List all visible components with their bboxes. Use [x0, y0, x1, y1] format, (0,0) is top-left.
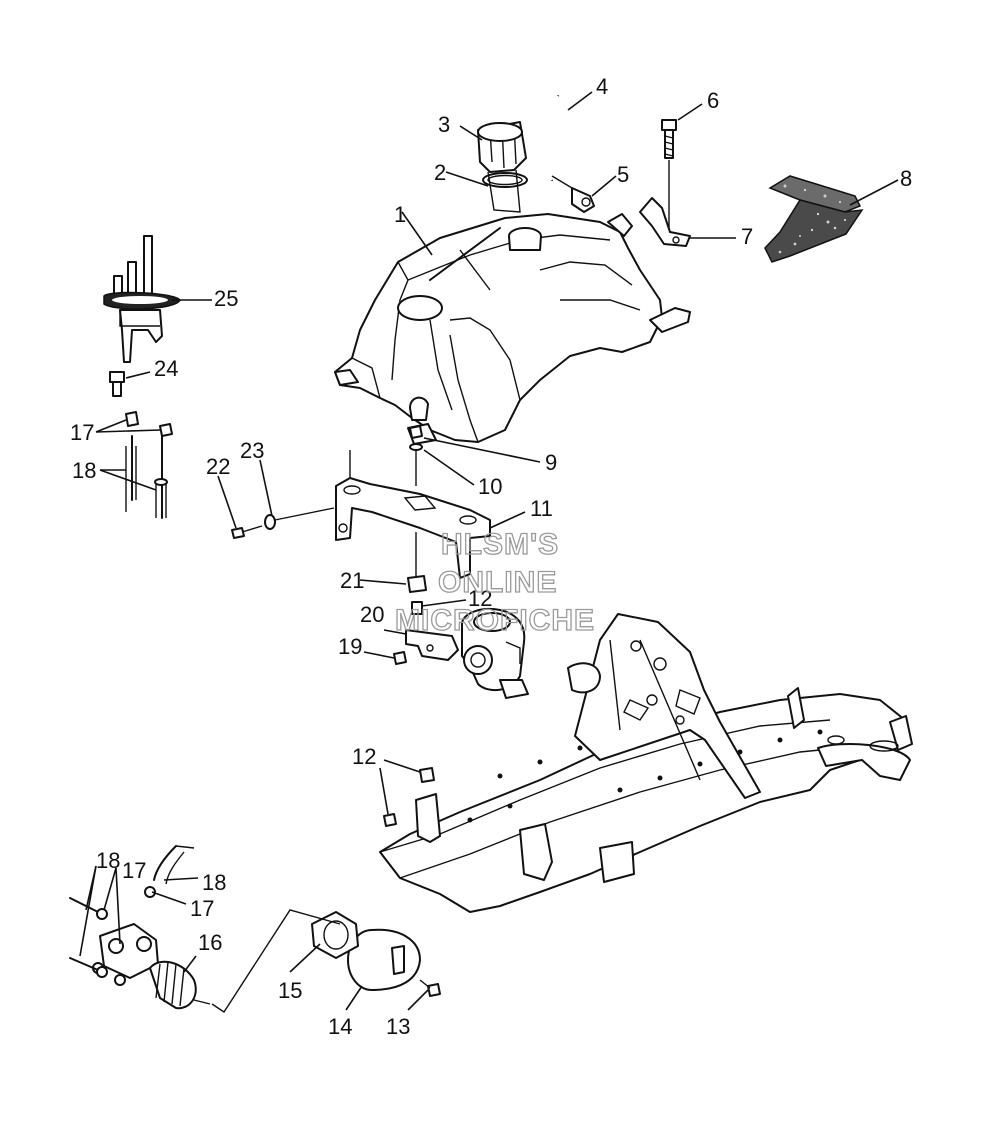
callout-17-upper: 17	[70, 420, 94, 445]
bracket	[639, 197, 691, 247]
callout-17-lower-a: 17	[122, 858, 146, 883]
screw-19	[393, 651, 407, 665]
vent-fitting	[571, 187, 595, 213]
lower-hoses	[69, 845, 195, 978]
set-screw	[419, 979, 441, 997]
bolt-22	[231, 525, 263, 539]
callout-12-lower: 12	[352, 744, 376, 769]
bolt-path	[274, 507, 335, 521]
screw	[109, 371, 125, 397]
nut-9	[409, 425, 423, 439]
washer-10	[409, 443, 423, 451]
callout-3: 3	[438, 112, 450, 137]
fuel-tank	[334, 213, 691, 445]
callout-20: 20	[360, 602, 384, 627]
watermark-line-1: HLSM'S	[441, 528, 559, 561]
callout-19: 19	[338, 634, 362, 659]
watermark-line-3: MICROFICHE	[395, 604, 595, 637]
callout-16: 16	[198, 930, 222, 955]
callout-numbers: 1 2 3 4 5 6 7 8 9 10 11 12 12 13 14 15 1…	[70, 74, 912, 1039]
tank-bracket	[335, 450, 491, 579]
fuel-valve	[103, 235, 181, 363]
callout-25: 25	[214, 286, 238, 311]
callout-18-lower-b: 18	[202, 870, 226, 895]
choke-plunger	[92, 923, 211, 1010]
callout-18-upper: 18	[72, 458, 96, 483]
carb-bracket	[405, 629, 459, 661]
callout-12-upper: 12	[468, 586, 492, 611]
frame	[379, 613, 913, 913]
leader-lines	[79, 91, 899, 1011]
callout-11: 11	[530, 496, 553, 521]
vent-hose	[539, 94, 573, 189]
callout-6: 6	[707, 88, 719, 113]
jam-nut	[311, 911, 359, 959]
frame-bolt	[383, 767, 435, 827]
foam-pad	[764, 175, 864, 263]
bolt	[661, 119, 677, 228]
callout-13: 13	[386, 1014, 410, 1039]
callout-14: 14	[328, 1014, 352, 1039]
callout-15: 15	[278, 978, 302, 1003]
callout-17-lower-b: 17	[190, 896, 214, 921]
fuel-hose	[125, 435, 168, 519]
fuel-cap	[477, 121, 527, 213]
callout-23: 23	[240, 438, 264, 463]
callout-4: 4	[596, 74, 608, 99]
watermark-line-2: ONLINE	[438, 566, 557, 599]
callout-2: 2	[434, 160, 446, 185]
callout-18-lower-a: 18	[96, 848, 120, 873]
hose-clamp	[125, 411, 173, 437]
carburetor	[461, 608, 529, 699]
grommet	[407, 575, 427, 615]
callout-5: 5	[617, 162, 629, 187]
o-ring	[482, 172, 528, 188]
callout-1: 1	[394, 202, 406, 227]
callout-9: 9	[545, 450, 557, 475]
callout-8: 8	[900, 166, 912, 191]
choke-cable	[211, 909, 341, 1013]
watermark: HLSM'S ONLINE MICROFICHE	[394, 527, 595, 637]
callout-24: 24	[154, 356, 178, 381]
washer-23	[264, 514, 276, 530]
callout-10: 10	[478, 474, 502, 499]
callout-7: 7	[741, 224, 753, 249]
callout-22: 22	[206, 454, 230, 479]
callout-21: 21	[340, 568, 364, 593]
choke-knob	[347, 928, 421, 991]
